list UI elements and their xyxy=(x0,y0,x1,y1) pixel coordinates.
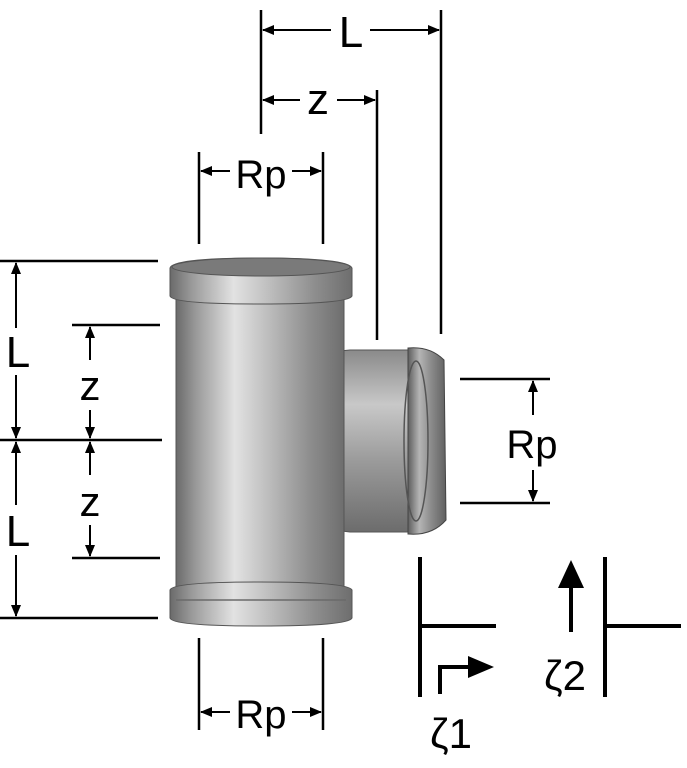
branch-end-ring xyxy=(407,347,447,535)
run-body xyxy=(175,291,345,593)
bottom-rp-label: Rp xyxy=(235,693,286,737)
zeta1-label: ζ1 xyxy=(430,710,472,757)
right-dimensions: Rp xyxy=(460,377,558,505)
left-z-lower-label: z xyxy=(80,478,101,525)
left-dimensions: L z z L xyxy=(0,259,162,620)
top-length-label: L xyxy=(339,8,363,57)
flow-arrow-up-icon xyxy=(558,560,584,588)
bottom-collar xyxy=(169,581,353,627)
zeta2-label: ζ2 xyxy=(544,652,586,699)
tee-fitting-illustration xyxy=(169,257,447,627)
flow-symbol-zeta1: ζ1 xyxy=(418,557,496,757)
left-z-upper-label: z xyxy=(80,362,101,409)
bottom-dimensions: Rp xyxy=(197,638,325,737)
right-rp-label: Rp xyxy=(506,423,557,467)
flow-symbol-zeta2: ζ2 xyxy=(544,557,681,699)
top-opening xyxy=(171,257,351,277)
flow-arrow-right-icon xyxy=(438,665,470,694)
left-length-lower-label: L xyxy=(6,507,30,556)
top-rp-label: Rp xyxy=(235,153,286,197)
branch-thread-line xyxy=(403,360,429,522)
left-length-upper-label: L xyxy=(6,328,30,377)
top-dimensions: L z Rp xyxy=(197,8,443,340)
top-z-label: z xyxy=(307,75,329,124)
